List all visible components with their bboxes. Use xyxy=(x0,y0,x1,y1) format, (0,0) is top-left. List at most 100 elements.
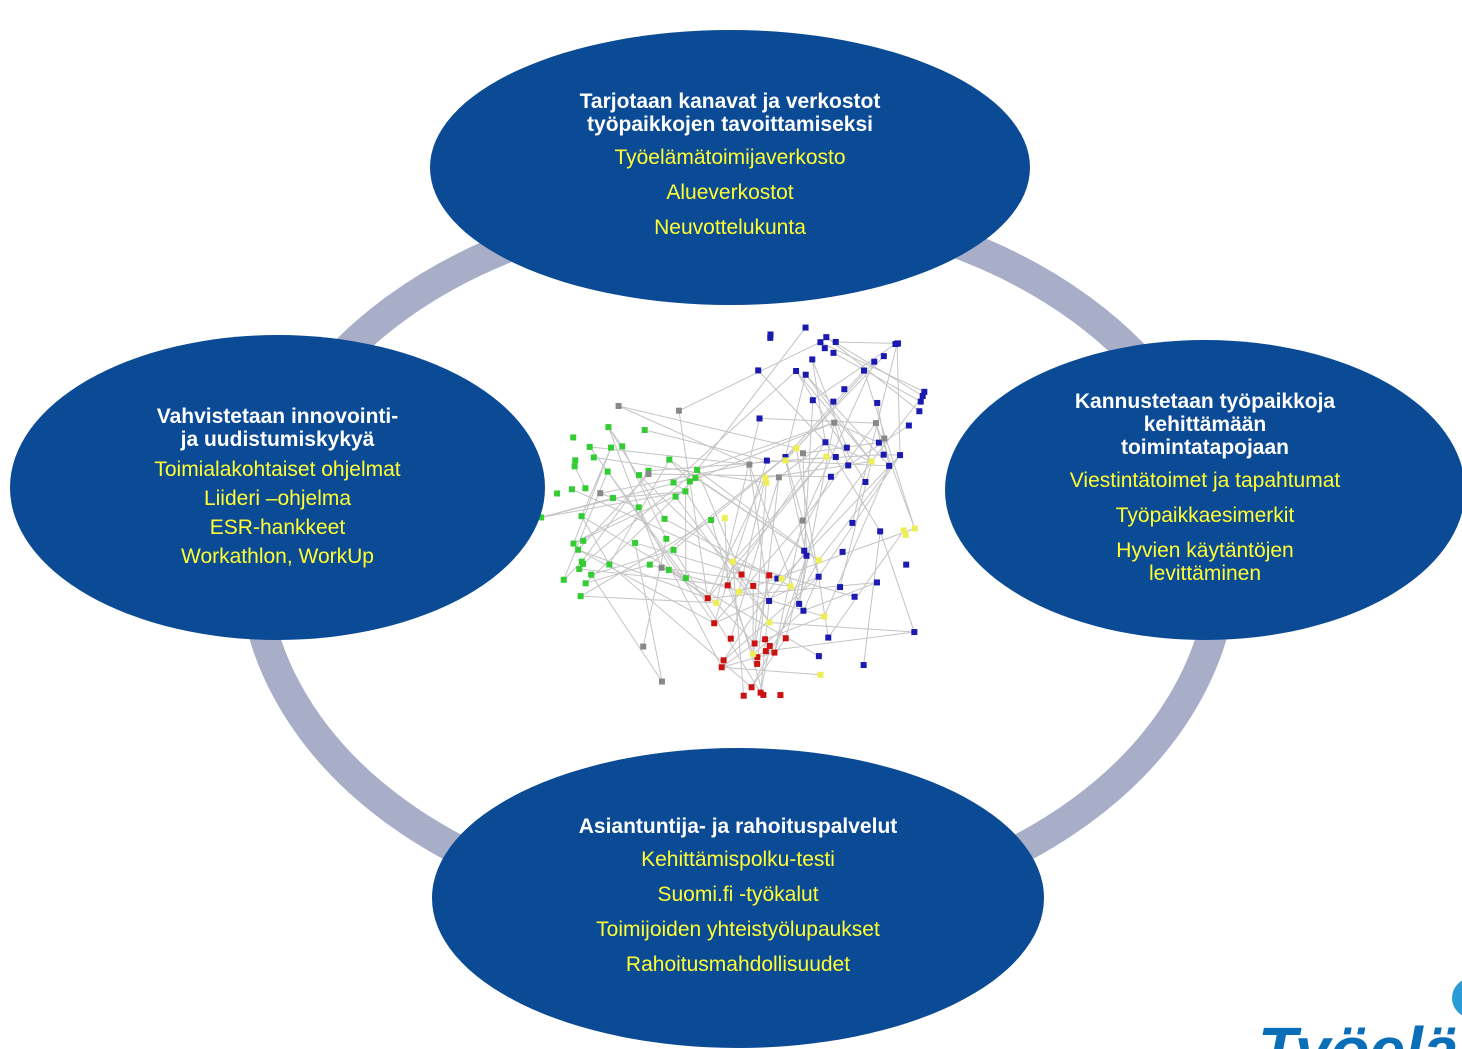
ellipse-item: Kehittämispolku-testi xyxy=(641,847,835,871)
network-node xyxy=(748,684,755,691)
network-node xyxy=(782,635,789,642)
network-edge xyxy=(896,343,901,456)
network-node xyxy=(762,636,769,643)
network-node xyxy=(911,525,918,532)
network-node xyxy=(871,358,878,365)
network-node xyxy=(845,462,852,469)
network-node xyxy=(766,572,773,579)
network-edge xyxy=(649,447,797,566)
network-node xyxy=(782,454,789,461)
network-node xyxy=(586,443,593,450)
network-node xyxy=(837,584,844,591)
network-node xyxy=(570,540,577,547)
network-edge xyxy=(574,466,586,489)
network-edge xyxy=(668,569,709,599)
ellipse-item: Suomi.fi -työkalut xyxy=(657,882,819,906)
network-edge xyxy=(707,581,878,599)
network-edge xyxy=(638,507,723,668)
network-edge xyxy=(573,506,639,545)
network-edge xyxy=(600,460,767,494)
network-node xyxy=(762,474,769,481)
network-node xyxy=(763,479,770,486)
network-node xyxy=(615,402,622,409)
network-node xyxy=(897,452,904,459)
network-node xyxy=(588,571,595,578)
network-node xyxy=(902,531,909,538)
network-node xyxy=(916,408,923,415)
network-edge xyxy=(634,542,663,682)
ellipse-channels-networks: Tarjotaan kanavat ja verkostot työpaikko… xyxy=(430,30,1030,305)
network-node xyxy=(862,478,869,485)
network-node xyxy=(750,582,757,589)
network-edge xyxy=(818,454,901,577)
network-node xyxy=(880,353,887,360)
network-edge xyxy=(818,454,901,561)
network-edge xyxy=(713,520,803,624)
network-node xyxy=(903,561,910,568)
network-node xyxy=(796,600,803,607)
network-node xyxy=(711,620,718,627)
network-edge xyxy=(577,473,649,551)
network-edge xyxy=(563,561,583,581)
ellipse-title: Tarjotaan kanavat ja verkostot työpaikko… xyxy=(579,90,881,136)
network-node xyxy=(782,457,789,464)
network-node xyxy=(756,415,763,422)
network-edge xyxy=(573,447,612,544)
network-edge xyxy=(642,538,667,647)
network-node xyxy=(839,548,846,555)
network-node xyxy=(815,557,822,564)
network-node xyxy=(815,653,822,660)
network-edge xyxy=(752,610,804,655)
network-edge xyxy=(835,341,898,344)
network-edge xyxy=(769,621,915,633)
network-edge xyxy=(833,422,880,444)
network-edge xyxy=(696,469,742,575)
network-edge xyxy=(678,341,821,412)
network-node xyxy=(641,426,648,433)
network-edge xyxy=(802,576,820,611)
network-node xyxy=(590,454,597,461)
network-node xyxy=(661,515,668,522)
ellipse-title: Asiantuntija- ja rahoituspalvelut xyxy=(578,814,898,838)
network-edge xyxy=(795,448,820,577)
network-edge xyxy=(618,405,750,466)
network-edge xyxy=(673,447,797,551)
network-node xyxy=(670,546,677,553)
network-node xyxy=(570,434,577,441)
network-node xyxy=(704,595,711,602)
network-node xyxy=(746,461,753,468)
network-edge xyxy=(802,453,808,556)
network-node xyxy=(582,580,589,587)
network-node xyxy=(692,474,699,481)
network-edge xyxy=(851,343,898,524)
network-node xyxy=(645,471,652,478)
ellipse-item: Toimijoiden yhteistyölupaukset xyxy=(596,917,880,941)
network-edge xyxy=(784,456,820,577)
network-edge xyxy=(580,595,717,604)
network-node xyxy=(720,657,727,664)
network-edge xyxy=(798,422,835,604)
network-edge xyxy=(785,460,807,556)
network-edge xyxy=(732,561,745,696)
network-edge xyxy=(577,549,708,599)
network-node xyxy=(604,468,611,475)
network-edge xyxy=(798,555,808,604)
ellipse-item: Rahoitusmahdollisuudet xyxy=(625,952,851,976)
network-node xyxy=(738,571,745,578)
network-edge xyxy=(715,602,755,644)
network-node xyxy=(636,472,643,479)
network-node xyxy=(803,552,810,559)
network-node xyxy=(663,535,670,542)
network-node xyxy=(665,566,672,573)
network-edge xyxy=(802,361,875,521)
network-node xyxy=(740,692,747,699)
network-node xyxy=(572,457,579,464)
network-node xyxy=(809,397,816,404)
network-edge xyxy=(768,461,872,602)
network-node xyxy=(666,456,673,463)
network-node xyxy=(799,450,806,457)
network-node xyxy=(766,597,773,604)
network-node xyxy=(872,420,879,427)
network-node xyxy=(682,488,689,495)
network-edge xyxy=(634,542,742,576)
